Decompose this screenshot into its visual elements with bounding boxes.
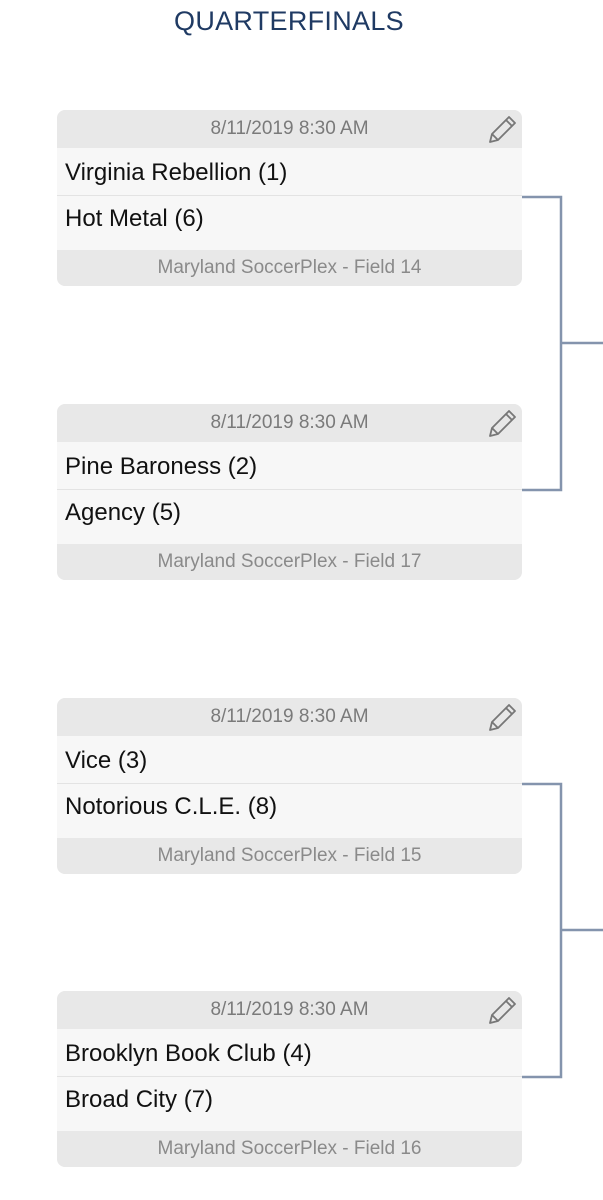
team-2[interactable]: Agency (5) xyxy=(57,490,522,536)
pencil-icon[interactable] xyxy=(484,112,520,148)
team-2[interactable]: Hot Metal (6) xyxy=(57,196,522,242)
match-card-3[interactable]: 8/11/2019 8:30 AM Vice (3) Notorious C.L… xyxy=(57,698,522,874)
connector-upper xyxy=(522,195,563,492)
team-1[interactable]: Virginia Rebellion (1) xyxy=(57,150,522,196)
team-1[interactable]: Vice (3) xyxy=(57,738,522,784)
match-location: Maryland SoccerPlex - Field 17 xyxy=(57,544,522,580)
match-header: 8/11/2019 8:30 AM xyxy=(57,110,522,148)
match-card-2[interactable]: 8/11/2019 8:30 AM Pine Baroness (2) Agen… xyxy=(57,404,522,580)
match-datetime: 8/11/2019 8:30 AM xyxy=(210,706,369,727)
pencil-icon[interactable] xyxy=(484,993,520,1029)
match-header: 8/11/2019 8:30 AM xyxy=(57,698,522,736)
team-2[interactable]: Broad City (7) xyxy=(57,1077,522,1123)
match-header: 8/11/2019 8:30 AM xyxy=(57,404,522,442)
match-card-1[interactable]: 8/11/2019 8:30 AM Virginia Rebellion (1)… xyxy=(57,110,522,286)
match-location: Maryland SoccerPlex - Field 15 xyxy=(57,838,522,874)
match-card-4[interactable]: 8/11/2019 8:30 AM Brooklyn Book Club (4)… xyxy=(57,991,522,1167)
team-2[interactable]: Notorious C.L.E. (8) xyxy=(57,784,522,830)
pencil-icon[interactable] xyxy=(484,406,520,442)
match-datetime: 8/11/2019 8:30 AM xyxy=(210,118,369,139)
connector-lower xyxy=(522,782,563,1079)
match-header: 8/11/2019 8:30 AM xyxy=(57,991,522,1029)
match-location: Maryland SoccerPlex - Field 16 xyxy=(57,1131,522,1167)
pencil-icon[interactable] xyxy=(484,700,520,736)
team-1[interactable]: Brooklyn Book Club (4) xyxy=(57,1031,522,1077)
match-location: Maryland SoccerPlex - Field 14 xyxy=(57,250,522,286)
match-datetime: 8/11/2019 8:30 AM xyxy=(210,999,369,1020)
match-datetime: 8/11/2019 8:30 AM xyxy=(210,412,369,433)
team-1[interactable]: Pine Baroness (2) xyxy=(57,444,522,490)
round-title: QUARTERFINALS xyxy=(174,6,404,36)
